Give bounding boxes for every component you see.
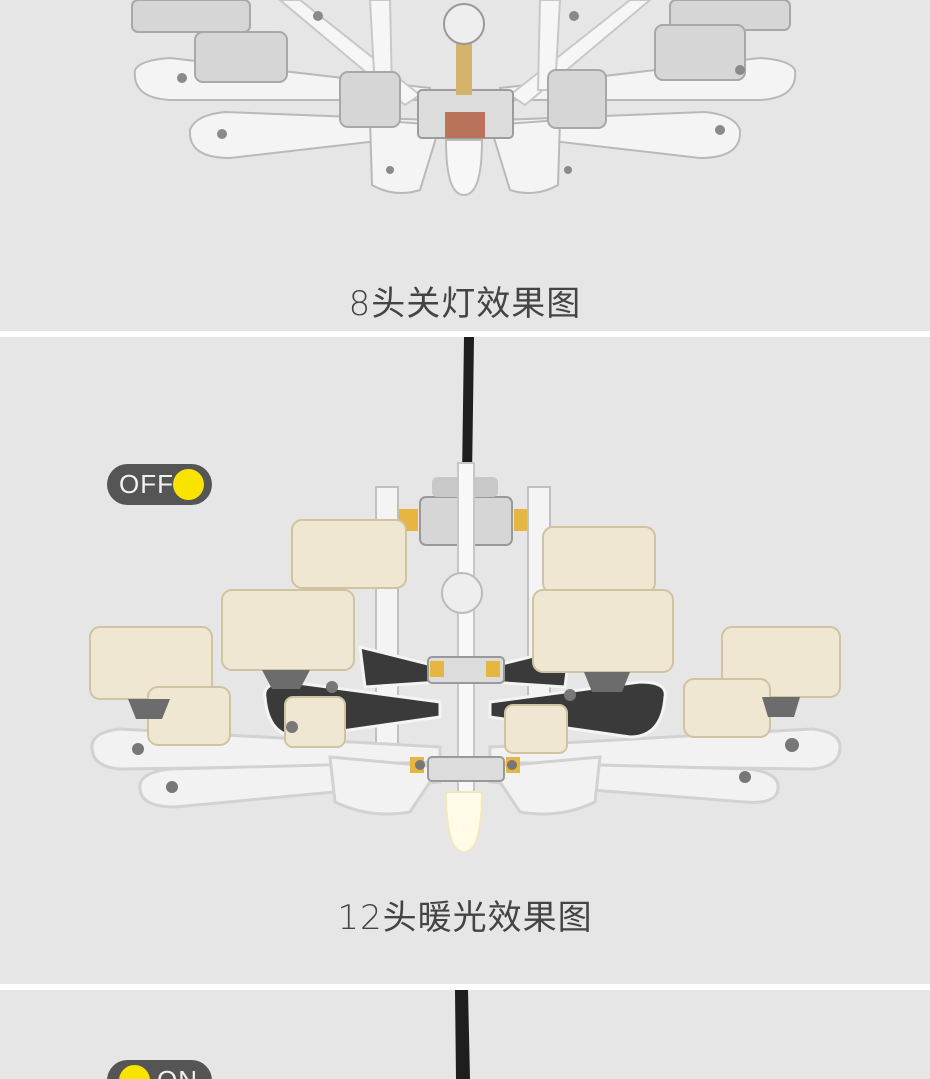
chandelier-partial-image (455, 990, 470, 1079)
caption-12-head-warm: 12头暖光效果图 (337, 898, 593, 938)
flower-icon (177, 11, 745, 174)
flower-icon (132, 681, 799, 793)
light-toggle-on: ON (107, 1060, 212, 1079)
chandelier-12-head-image (89, 337, 842, 854)
toggle-knob (119, 1065, 150, 1079)
caption-8-head-off: 8头关灯效果图 (348, 284, 582, 324)
chandelier-8-head-image (131, 0, 797, 197)
toggle-label: ON (157, 1065, 198, 1079)
toggle-knob (173, 469, 204, 500)
light-toggle-off: OFF (107, 464, 212, 505)
toggle-label: OFF (119, 469, 174, 499)
panel-12-head-warm: OFF 12头暖光效果图 (0, 337, 930, 984)
panel-8-head-off: 8头关灯效果图 (0, 0, 930, 331)
panel-lights-on: ON (0, 990, 930, 1079)
